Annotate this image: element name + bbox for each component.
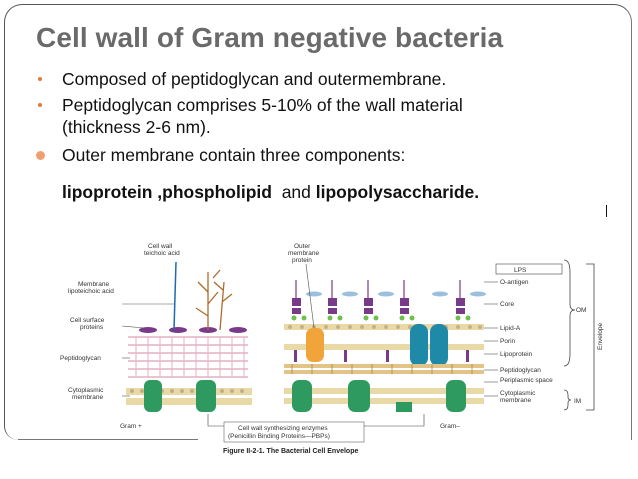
gram-positive-peptidoglycan: [128, 336, 248, 378]
bullet-item: Peptidoglycan comprises 5-10% of the wal…: [34, 94, 624, 138]
label-gram-positive: Gram +: [120, 423, 142, 430]
bullet-text: Peptidoglycan comprises 5-10% of the wal…: [62, 95, 463, 115]
bullet-dot-icon: [36, 151, 45, 160]
bullet-list: Composed of peptidoglycan and outermembr…: [34, 68, 624, 170]
bullet-continuation: (thickness 2-6 nm).: [62, 117, 211, 137]
label-lipoprotein: Lipoprotein: [500, 351, 533, 358]
teichoic-acid: [195, 269, 233, 331]
label-cell-wall: Cell wall: [148, 243, 173, 250]
label-synthesizing-enzymes: Cell wall synthesizing enzymes: [238, 425, 328, 432]
slide-title: Cell wall of Gram negative bacteria: [36, 22, 504, 53]
gram-negative-peptidoglycan: [284, 364, 484, 374]
label-im: IM: [574, 398, 581, 405]
label-membrane: Membrane: [78, 281, 109, 288]
label-o-antigen: O-antigen: [500, 279, 529, 286]
porin: [410, 324, 428, 366]
bullet-dot-icon: [38, 77, 42, 81]
label-lipoteichoic-acid: lipoteichoic acid: [68, 288, 114, 295]
label-porin: Porin: [500, 338, 516, 345]
cell-envelope-diagram: Cell wall teichoic acid Membrane lipotei…: [60, 243, 604, 455]
cell-surface-proteins: [139, 327, 247, 333]
cell-envelope-figure: Cell wall teichoic acid Membrane lipotei…: [48, 232, 614, 462]
bullet-text: Composed of peptidoglycan and outermembr…: [62, 69, 447, 89]
label-protein: protein: [292, 257, 312, 264]
components-term-1: lipoprotein ,phospholipid: [62, 182, 272, 202]
porin: [430, 324, 448, 366]
om-brace: [563, 259, 576, 367]
bullet-dot-icon: [38, 103, 42, 107]
label-lipid-a: Lipid-A: [500, 325, 521, 332]
label-pbps: (Penicillin Binding Proteins—PBPs): [228, 433, 330, 440]
bullet-item: Outer membrane contain three components:: [34, 144, 624, 166]
label-cytoplasmic-left: Cytoplasmic: [68, 387, 104, 394]
label-lps: LPS: [514, 267, 527, 274]
lps-molecules: [291, 280, 486, 321]
im-brace: [563, 389, 572, 411]
components-line: lipoprotein ,phospholipid and lipopolysa…: [62, 182, 479, 203]
bullet-item: Composed of peptidoglycan and outermembr…: [34, 68, 624, 90]
label-peptidoglycan-right: Peptidoglycan: [500, 367, 541, 374]
components-term-2: lipopolysaccharide.: [315, 182, 480, 202]
figure-caption: Figure II-2-1. The Bacterial Cell Envelo…: [223, 448, 358, 455]
label-membrane-right: membrane: [500, 397, 531, 404]
label-cell-surface: Cell surface: [70, 317, 105, 324]
label-core: Core: [500, 301, 514, 308]
lipoproteins: [294, 350, 469, 362]
lipoteichoic-acid: [173, 261, 177, 331]
label-gram-negative: Gram–: [440, 423, 460, 430]
slide-frame-bottom: [18, 439, 198, 440]
label-periplasmic-space: Periplasmic space: [500, 377, 553, 384]
label-membrane-mid: membrane: [288, 250, 319, 257]
outer-membrane-protein: [306, 328, 324, 362]
envelope-bracket: [586, 263, 595, 411]
gram-negative-inner-membrane: [284, 380, 484, 412]
label-cytoplasmic-right: Cytoplasmic: [500, 390, 536, 397]
label-peptidoglycan-left: Peptidoglycan: [60, 355, 101, 362]
label-envelope: Envelope: [597, 323, 604, 350]
label-proteins: proteins: [80, 324, 104, 331]
label-teichoic-acid: teichoic acid: [144, 250, 180, 257]
label-outer: Outer: [294, 243, 311, 250]
label-om: OM: [576, 307, 586, 314]
components-connector: and: [271, 182, 316, 202]
label-membrane-left: membrane: [72, 394, 103, 401]
slide-frame: [4, 4, 632, 440]
gram-positive-membrane: [126, 380, 252, 412]
outer-membrane: [284, 324, 484, 366]
divider-tick: [606, 205, 607, 217]
bullet-text: Outer membrane contain three components:: [62, 145, 406, 165]
